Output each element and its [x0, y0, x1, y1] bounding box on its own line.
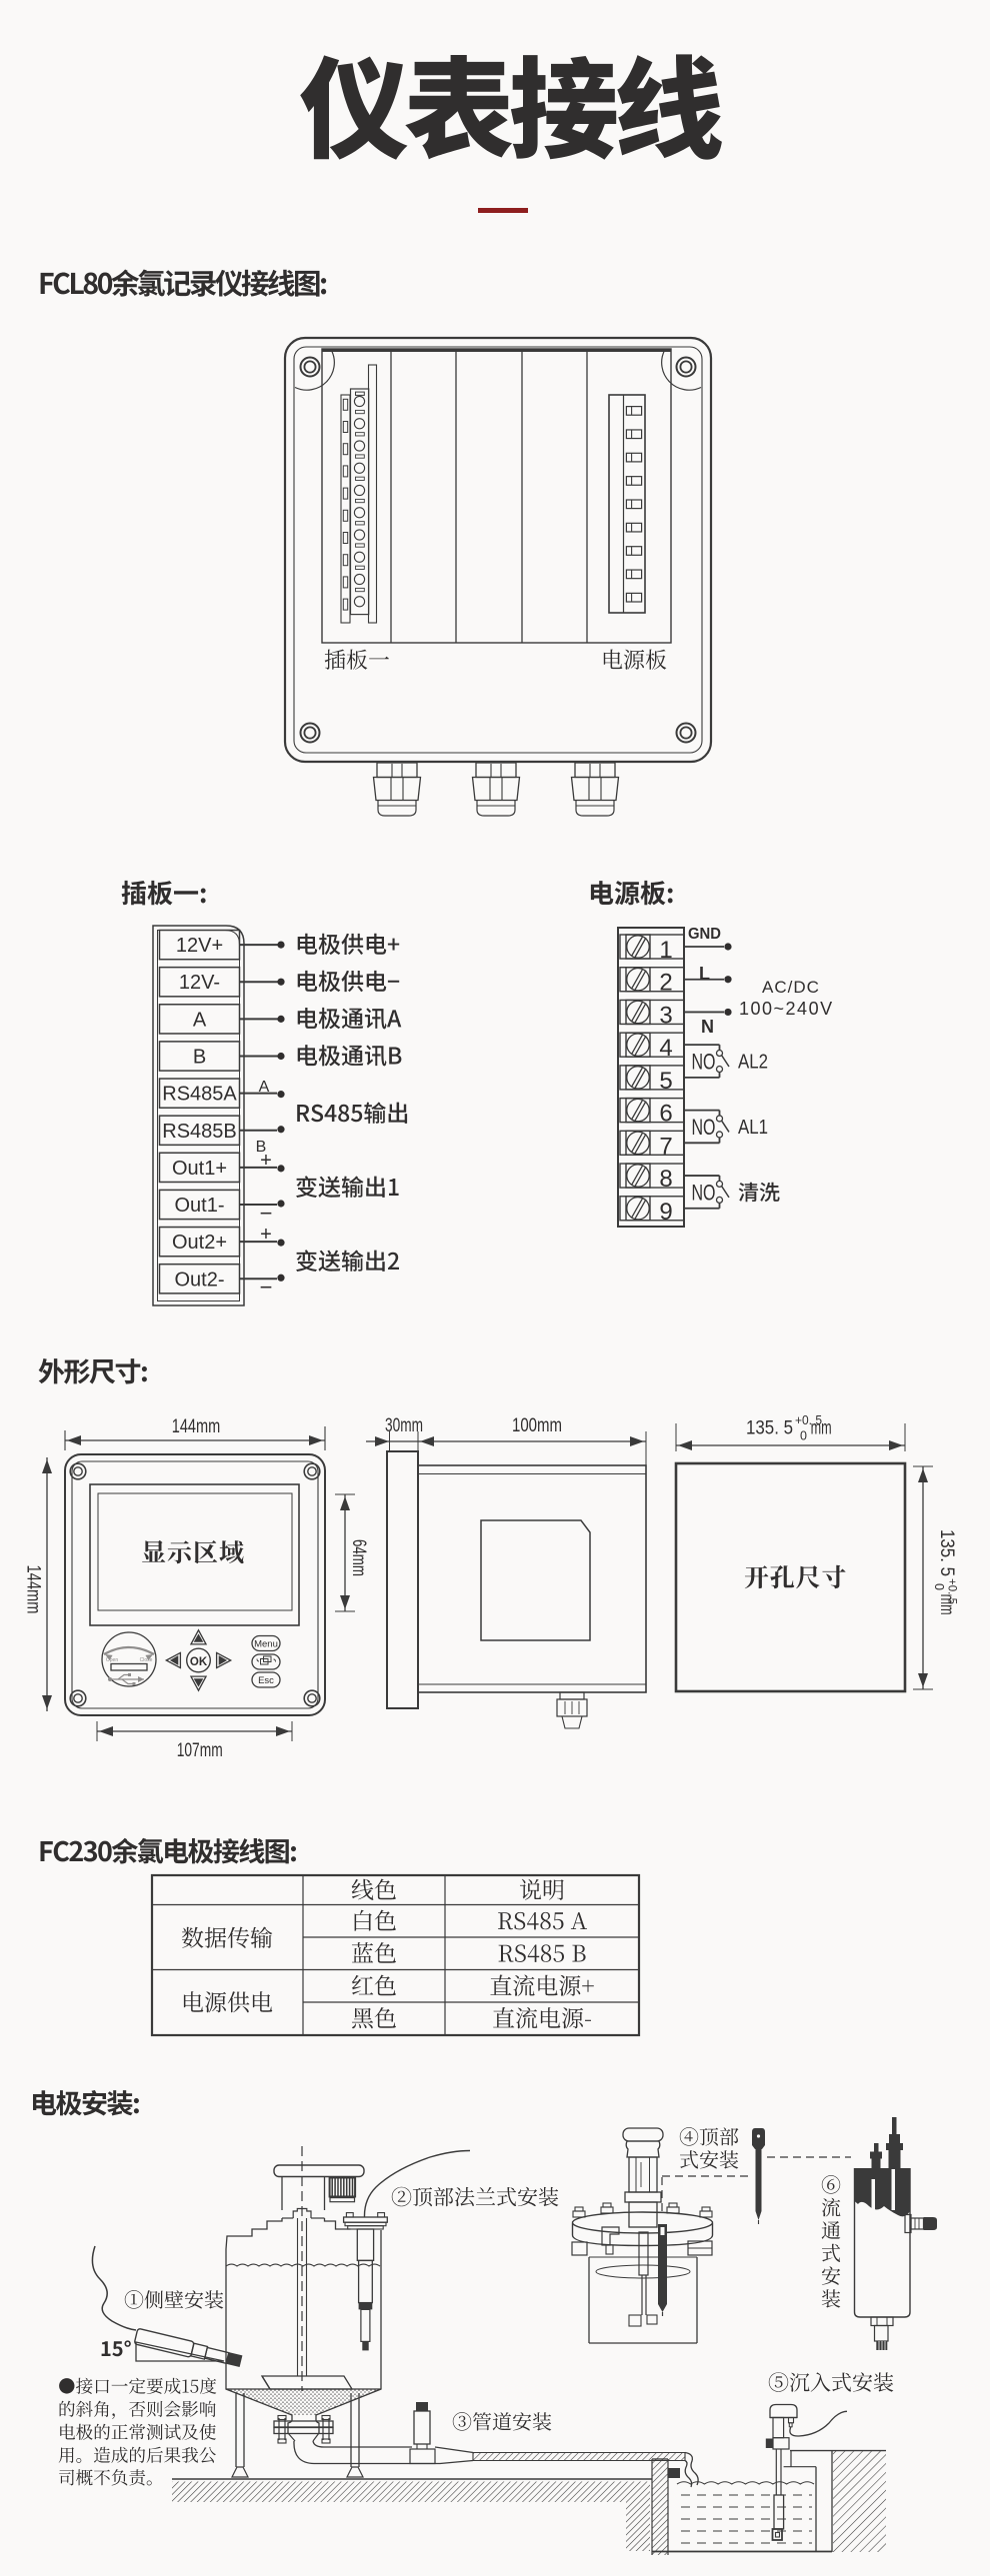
svg-text:−: −: [260, 1275, 273, 1299]
svg-text:4: 4: [659, 1035, 672, 1062]
svg-text:Esc: Esc: [258, 1675, 274, 1686]
svg-text:144mm: 144mm: [23, 1565, 44, 1614]
svg-text:Out2-: Out2-: [174, 1269, 224, 1290]
svg-text:0: 0: [932, 1583, 946, 1590]
svg-text:9: 9: [659, 1199, 672, 1226]
svg-text:Open: Open: [106, 1657, 118, 1663]
svg-text:Out1-: Out1-: [174, 1195, 224, 1217]
svg-text:GND: GND: [688, 926, 721, 943]
svg-text:AL2: AL2: [738, 1052, 768, 1074]
svg-text:NO: NO: [692, 1050, 716, 1075]
svg-text:B: B: [193, 1046, 206, 1068]
svg-text:12V-: 12V-: [179, 972, 220, 994]
svg-text:RS485A: RS485A: [162, 1084, 237, 1106]
svg-text:135. 5: 135. 5: [936, 1529, 957, 1576]
svg-text:+0. 5: +0. 5: [946, 1578, 960, 1604]
svg-text:+0. 5: +0. 5: [795, 1413, 822, 1427]
svg-text:30mm: 30mm: [385, 1415, 423, 1436]
svg-text:Close: Close: [140, 1657, 153, 1663]
svg-text:A: A: [193, 1009, 207, 1031]
svg-text:L: L: [699, 964, 710, 984]
svg-text:A: A: [259, 1079, 270, 1096]
svg-text:B: B: [256, 1139, 267, 1156]
svg-text:mm: mm: [936, 1594, 957, 1615]
svg-text:−: −: [260, 1201, 273, 1226]
svg-text:107mm: 107mm: [177, 1740, 223, 1761]
svg-text:6: 6: [659, 1101, 672, 1128]
svg-text:100mm: 100mm: [512, 1415, 562, 1436]
svg-text:AC/DC: AC/DC: [762, 978, 820, 997]
svg-text:Out2+: Out2+: [172, 1232, 227, 1254]
svg-text:mm: mm: [811, 1418, 832, 1439]
svg-text:OK: OK: [190, 1656, 208, 1668]
svg-text:RS485B: RS485B: [162, 1121, 237, 1143]
svg-text:64mm: 64mm: [348, 1539, 369, 1576]
svg-text:12V+: 12V+: [176, 935, 223, 957]
svg-text:NO: NO: [692, 1180, 716, 1205]
svg-text:5: 5: [659, 1068, 672, 1095]
svg-text:8: 8: [659, 1166, 672, 1193]
svg-text:NO: NO: [692, 1115, 716, 1140]
svg-text:3: 3: [659, 1002, 672, 1029]
svg-text:AL1: AL1: [738, 1117, 768, 1139]
svg-text:7: 7: [659, 1133, 672, 1160]
svg-text:135. 5: 135. 5: [746, 1418, 793, 1439]
svg-text:Menu: Menu: [254, 1639, 278, 1650]
svg-text:N: N: [701, 1017, 714, 1037]
svg-text:1: 1: [659, 937, 672, 964]
svg-text:144mm: 144mm: [172, 1416, 221, 1437]
svg-text:Out1+: Out1+: [172, 1158, 227, 1180]
svg-text:100~240V: 100~240V: [739, 999, 834, 1019]
svg-text:2: 2: [659, 970, 672, 997]
svg-text:0: 0: [800, 1429, 807, 1443]
svg-text:+: +: [260, 1150, 272, 1172]
svg-text:+: +: [260, 1224, 272, 1246]
